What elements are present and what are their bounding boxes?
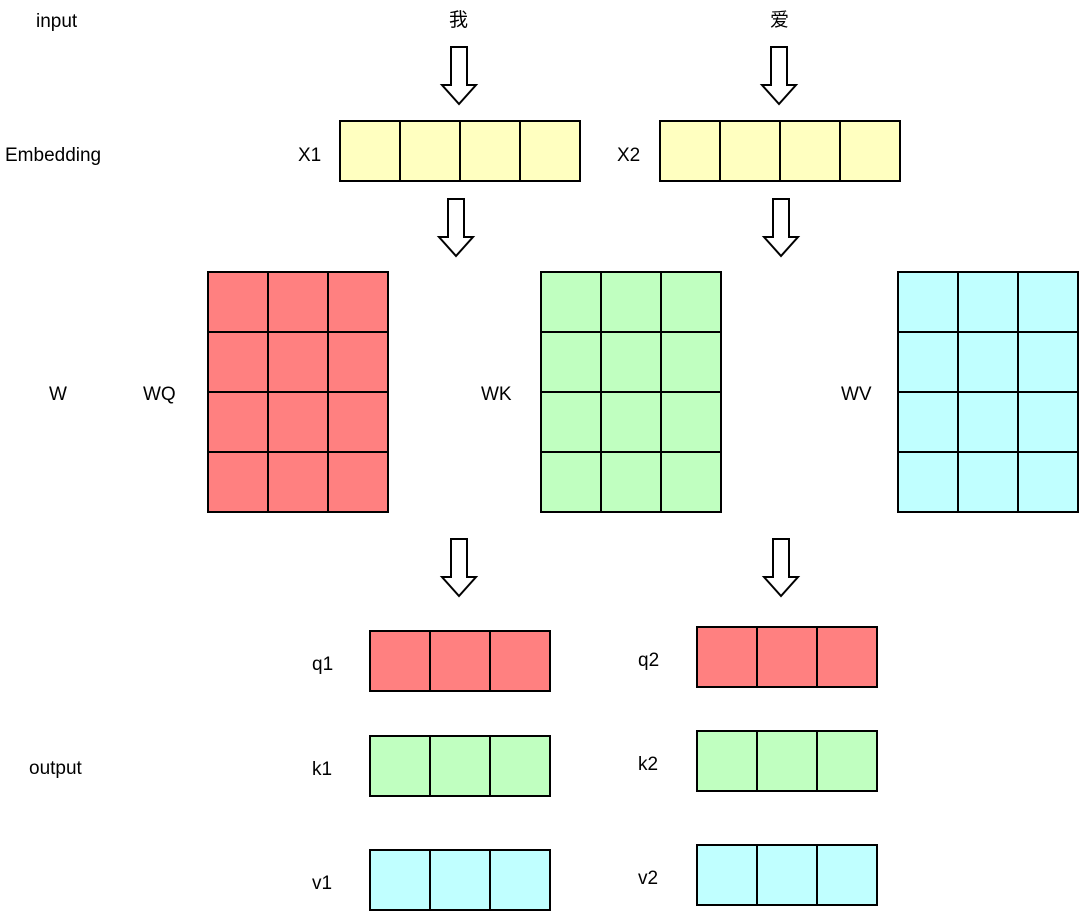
- weight-matrix-wv: [897, 271, 1079, 513]
- weight-matrix-wk-cell: [660, 391, 722, 453]
- output-label-q1: q1: [312, 654, 334, 675]
- flow-arrows: [436, 46, 801, 598]
- output-vector-k1-cell: [489, 735, 551, 797]
- row-label-output: output: [29, 758, 82, 779]
- weight-matrix-wq-cell: [267, 451, 329, 513]
- output-label-k1: k1: [312, 759, 333, 780]
- embedding-vector-x2-cell: [659, 120, 721, 182]
- weight-matrix-wk-cell: [660, 331, 722, 393]
- weight-matrix-wq-cell: [207, 331, 269, 393]
- output-vector-q2-cell: [816, 626, 878, 688]
- weight-matrix-wv-cell: [957, 451, 1019, 513]
- output-vector-k1-cell: [369, 735, 431, 797]
- output-label-k2: k2: [638, 754, 659, 775]
- weight-matrix-wq-cell: [207, 451, 269, 513]
- output-vector-v2-cell: [696, 844, 758, 906]
- down-arrow-icon: [761, 538, 801, 598]
- weight-matrix-wk-cell: [540, 271, 602, 333]
- weight-matrix-wq-cell: [327, 391, 389, 453]
- output-vector-v1: [369, 849, 551, 911]
- weight-matrix-wv-cell: [957, 331, 1019, 393]
- token-2: 爱: [770, 9, 790, 31]
- weight-matrix-wv-cell: [1017, 391, 1079, 453]
- weight-matrix-wk-cell: [540, 331, 602, 393]
- weight-matrix-wq-cell: [327, 331, 389, 393]
- embedding-vector-x1-cell: [399, 120, 461, 182]
- embedding-vector-x1-cell: [519, 120, 581, 182]
- output-label-v1: v1: [312, 873, 333, 894]
- weight-matrix-wk-cell: [600, 451, 662, 513]
- weight-matrix-wq-cell: [327, 271, 389, 333]
- weight-matrix-wv-cell: [957, 391, 1019, 453]
- output-vector-v1-cell: [489, 849, 551, 911]
- weight-matrix-wk-cell: [540, 451, 602, 513]
- output-vector-k2: [696, 730, 878, 792]
- weight-matrix-wv-cell: [957, 271, 1019, 333]
- output-vector-v2: [696, 844, 878, 906]
- weight-matrix-wq-cell: [327, 451, 389, 513]
- weight-matrix-wv-cell: [897, 391, 959, 453]
- token-1: 我: [449, 9, 469, 31]
- row-label-weights: W: [49, 384, 67, 405]
- weight-matrix-wq-cell: [207, 391, 269, 453]
- weight-matrix-wq-cell: [207, 271, 269, 333]
- output-label-v2: v2: [638, 868, 659, 889]
- output-vector-v2-cell: [756, 844, 818, 906]
- output-vector-v1-cell: [369, 849, 431, 911]
- weight-matrix-wk-cell: [540, 391, 602, 453]
- row-label-input: input: [36, 11, 78, 32]
- weight-matrix-wk-cell: [660, 451, 722, 513]
- weight-matrix-wv-cell: [897, 451, 959, 513]
- weight-matrix-wq-cell: [267, 331, 329, 393]
- weight-matrix-wv-cell: [1017, 451, 1079, 513]
- output-vector-q1: [369, 630, 551, 692]
- embedding-vector-x1-cell: [339, 120, 401, 182]
- output-vector-k2-cell: [756, 730, 818, 792]
- output-vector-q2-cell: [756, 626, 818, 688]
- embedding-vector-x2-cell: [719, 120, 781, 182]
- output-vector-q1-cell: [489, 630, 551, 692]
- embedding-vector-x2: [659, 120, 901, 182]
- weight-matrix-wq-cell: [267, 271, 329, 333]
- weight-matrix-wk-cell: [600, 271, 662, 333]
- embedding-label-x2: X2: [617, 145, 641, 166]
- weight-matrix-wq-cell: [267, 391, 329, 453]
- weight-matrix-wv-cell: [1017, 331, 1079, 393]
- output-vector-k2-cell: [816, 730, 878, 792]
- output-vector-k1: [369, 735, 551, 797]
- weight-matrix-wk-cell: [660, 271, 722, 333]
- embedding-vector-x2-cell: [839, 120, 901, 182]
- weight-matrix-wk: [540, 271, 722, 513]
- output-vector-q1-cell: [429, 630, 491, 692]
- output-vector-q1-cell: [369, 630, 431, 692]
- weight-label-wk: WK: [481, 384, 512, 405]
- weight-label-wv: WV: [841, 384, 872, 405]
- weight-matrix-wv-cell: [1017, 271, 1079, 333]
- down-arrow-icon: [439, 538, 479, 598]
- down-arrow-icon: [759, 46, 799, 106]
- weight-matrix-wq: [207, 271, 389, 513]
- row-label-embedding: Embedding: [5, 145, 102, 166]
- down-arrow-icon: [436, 198, 476, 258]
- weight-matrix-wv-cell: [897, 331, 959, 393]
- embedding-vector-x1: [339, 120, 581, 182]
- down-arrow-icon: [439, 46, 479, 106]
- embedding-vector-x1-cell: [459, 120, 521, 182]
- output-label-q2: q2: [638, 650, 660, 671]
- weight-matrix-wk-cell: [600, 331, 662, 393]
- embedding-vector-x2-cell: [779, 120, 841, 182]
- weight-label-wq: WQ: [143, 384, 176, 405]
- matrices: [207, 120, 1079, 911]
- output-vector-q2: [696, 626, 878, 688]
- output-vector-q2-cell: [696, 626, 758, 688]
- output-vector-k1-cell: [429, 735, 491, 797]
- down-arrow-icon: [761, 198, 801, 258]
- embedding-label-x1: X1: [298, 145, 322, 166]
- output-vector-v1-cell: [429, 849, 491, 911]
- weight-matrix-wv-cell: [897, 271, 959, 333]
- output-vector-v2-cell: [816, 844, 878, 906]
- output-vector-k2-cell: [696, 730, 758, 792]
- weight-matrix-wk-cell: [600, 391, 662, 453]
